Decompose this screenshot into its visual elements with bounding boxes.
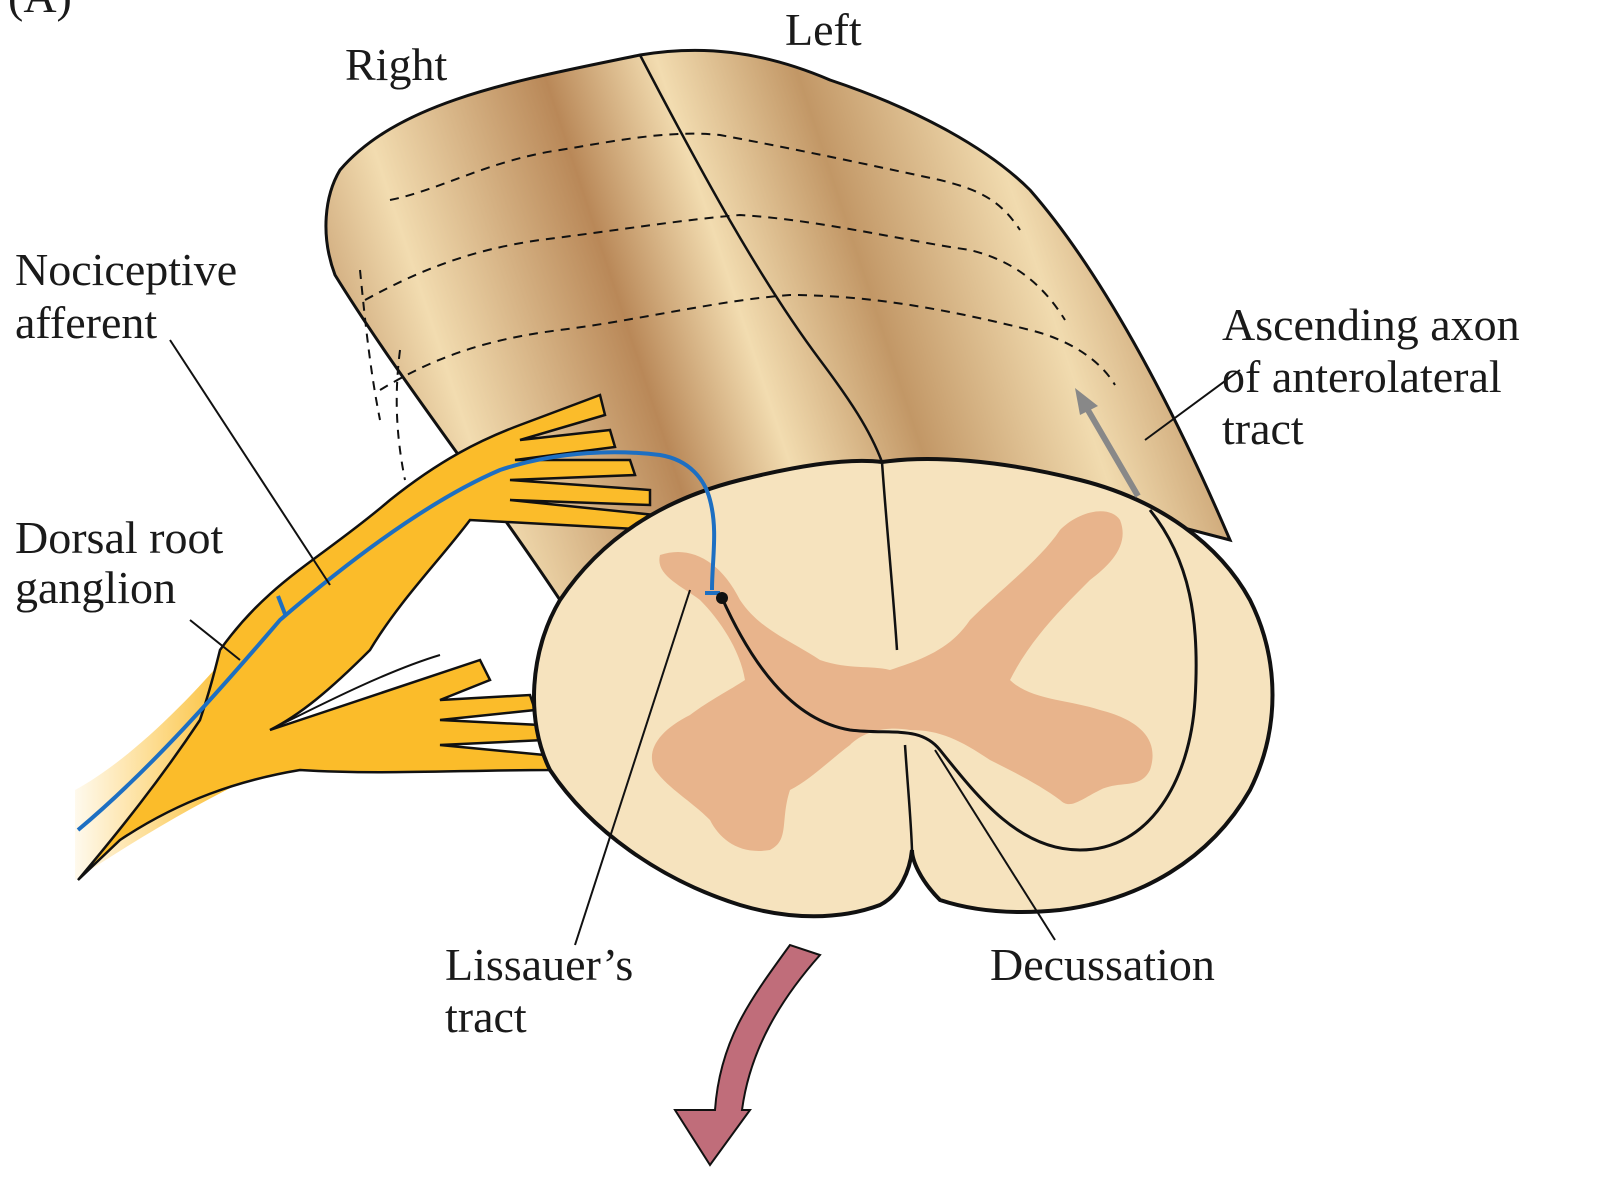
descending-arrow: [675, 945, 820, 1165]
label-decussation: Decussation: [990, 939, 1215, 990]
label-ascending-line-1: Ascending axon: [1222, 299, 1520, 350]
label-left: Left: [785, 4, 862, 55]
label-nociceptive-line-1: Nociceptive: [15, 244, 237, 295]
label-lissauer-line-2: tract: [445, 991, 527, 1042]
panel-label: (A): [8, 0, 72, 22]
label-ascending-line-2: of anterolateral: [1222, 351, 1502, 402]
label-lissauer-line-1: Lissauer’s: [445, 939, 633, 990]
label-ganglion-line-2: ganglion: [15, 562, 176, 613]
label-ascending-line-3: tract: [1222, 403, 1304, 454]
label-right: Right: [345, 39, 447, 90]
label-nociceptive-line-2: afferent: [15, 297, 157, 348]
label-ganglion-line-1: Dorsal root: [15, 512, 223, 563]
